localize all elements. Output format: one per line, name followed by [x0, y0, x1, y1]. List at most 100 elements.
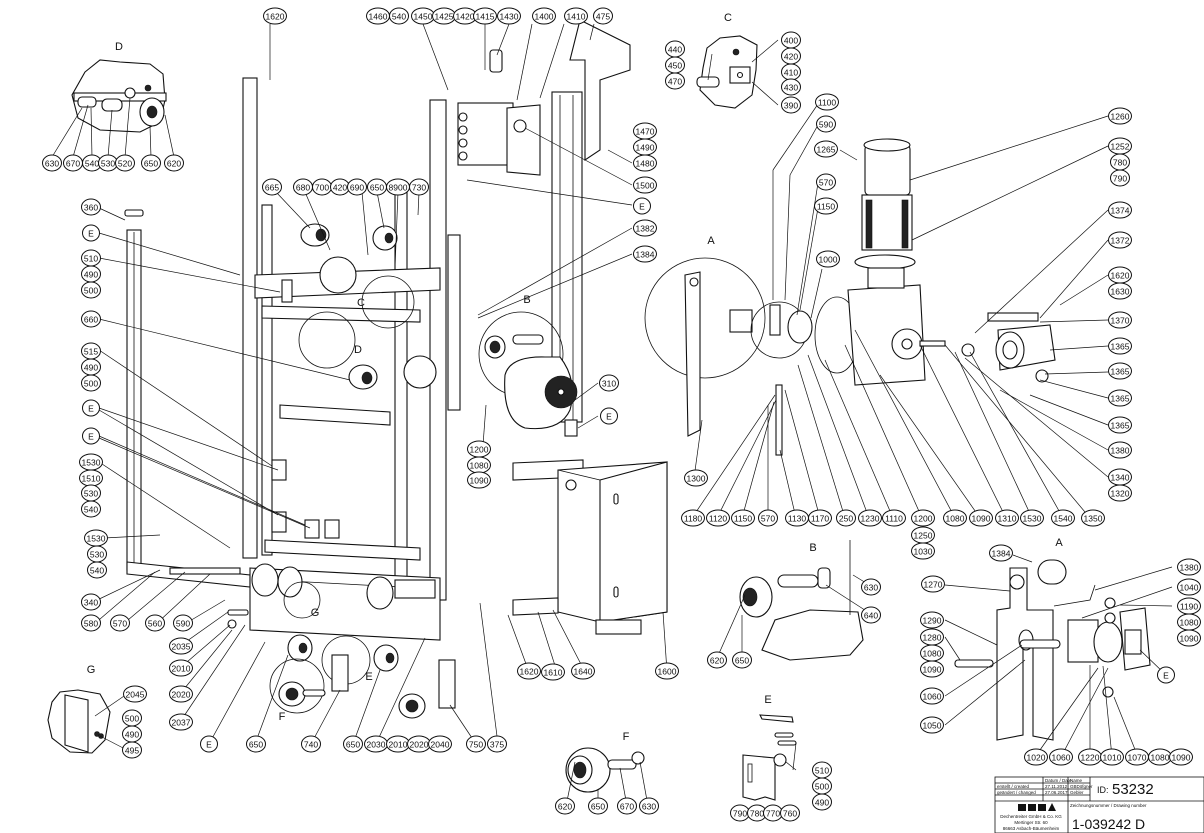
control-box-assembly [512, 459, 668, 635]
mounting-bracket-1270 [996, 567, 1054, 741]
coupling [769, 304, 781, 336]
callout-label: 650 [591, 802, 605, 812]
top-hook-475 [569, 19, 631, 162]
upright-inner [261, 204, 273, 556]
callout-bubble-450: 450 [665, 56, 685, 74]
callout-label: 2045 [126, 690, 145, 700]
callout-bubble-250: 250 [836, 509, 856, 527]
callout-label: 1100 [818, 98, 837, 108]
callout-label: 1510 [82, 474, 101, 484]
part-1430 [489, 49, 503, 73]
callout-label: 1130 [788, 514, 807, 524]
callout-label: 500 [84, 286, 98, 296]
callout-label: 2040 [431, 740, 450, 750]
callout-label: 1480 [636, 159, 655, 169]
callout-label: 1090 [470, 476, 489, 486]
shaft-1130 [775, 384, 783, 456]
view-label-e-frame: E [365, 671, 372, 683]
callout-bubble-490: 490 [812, 793, 832, 811]
callout-bubble-2035: 2035 [169, 637, 193, 655]
callout-bubble-1040: 1040 [1177, 578, 1201, 596]
callout-bubble-1380: 1380 [1177, 558, 1201, 576]
callout-label: 500 [125, 714, 139, 724]
callout-label: 540 [90, 566, 104, 576]
callout-label: 1010 [1103, 753, 1122, 763]
callout-label: 500 [815, 782, 829, 792]
callout-bubble-2020: 2020 [407, 735, 431, 753]
detail-view-c: C [696, 12, 758, 109]
callout-label: 790 [733, 809, 747, 819]
title-header-date: Datum / Date [1045, 778, 1072, 783]
leader-lines [51, 23, 1173, 807]
callout-bubble-570: 570 [758, 509, 778, 527]
bolt-head [124, 87, 136, 99]
callout-label: 790 [1113, 174, 1127, 184]
callout-bubble-1010: 1010 [1100, 748, 1124, 766]
callout-label: E [88, 229, 94, 239]
callout-label: 620 [710, 656, 724, 666]
callout-bubble-1280: 1280 [920, 628, 944, 646]
callout-label: 1080 [470, 461, 489, 471]
callout-bubble-8900: 8900 [386, 178, 410, 196]
callout-label: 1470 [636, 127, 655, 137]
callout-bubble-1120: 1120 [706, 509, 730, 527]
callout-label: 590 [819, 120, 833, 130]
callout-bubble-620: 620 [555, 797, 575, 815]
callout-label: 1070 [1128, 753, 1147, 763]
callout-label: 760 [783, 809, 797, 819]
callout-bubble-470: 470 [665, 72, 685, 90]
callout-bubble-1060: 1060 [1049, 748, 1073, 766]
callout-bubble-1270: 1270 [921, 575, 945, 593]
callout-bubble-375: 375 [487, 735, 507, 753]
callout-bubble-1610: 1610 [541, 663, 565, 681]
title-drawing-number: 1-039242 D [1072, 816, 1145, 832]
callout-bubble-640: 640 [861, 606, 881, 624]
callout-bubble-770: 770 [763, 804, 783, 822]
callout-label: 580 [84, 619, 98, 629]
upper-crossbar [261, 305, 421, 323]
callout-label: 540 [85, 159, 99, 169]
callout-bubble-1380: 1380 [1108, 441, 1132, 459]
callout-label: 1090 [972, 514, 991, 524]
callout-bubble-650: 650 [732, 651, 752, 669]
callout-bubble-E: E [82, 427, 100, 445]
callout-bubble-510: 510 [812, 761, 832, 779]
callout-label: 1400 [535, 12, 554, 22]
callout-label: 2037 [172, 718, 191, 728]
guide-plate-750 [438, 659, 456, 709]
callout-label: 250 [839, 514, 853, 524]
callout-label: 2010 [389, 740, 408, 750]
callout-label: 515 [84, 347, 98, 357]
callout-label: E [206, 740, 212, 750]
detail-circle-f [269, 658, 325, 714]
callout-label: 1430 [500, 12, 519, 22]
detail-circle-c [361, 275, 415, 329]
nut-760 [773, 753, 787, 767]
callout-bubble-630: 630 [861, 578, 881, 596]
title-row2-label: geändert / changed [997, 790, 1036, 795]
limit-switch-1 [271, 459, 287, 481]
callout-label: 1365 [1111, 367, 1130, 377]
callout-bubble-1290: 1290 [920, 611, 944, 629]
bushing [101, 98, 123, 112]
motor-flange [854, 254, 916, 270]
callout-bubble-1430: 1430 [497, 7, 521, 25]
callout-label: 1610 [544, 668, 563, 678]
title-company-name: Dechentreiter GmbH & Co. KG [1000, 814, 1062, 819]
callout-bubble-2037: 2037 [169, 713, 193, 731]
callout-label: 1200 [470, 445, 489, 455]
callout-label: 1372 [1111, 236, 1130, 246]
callout-bubble-1230: 1230 [858, 509, 882, 527]
callout-label: 1150 [734, 514, 753, 524]
callout-label: 1620 [1111, 271, 1130, 281]
callout-label: 570 [113, 619, 127, 629]
callout-bubble-1110: 1110 [882, 509, 906, 527]
callout-label: 540 [392, 12, 406, 22]
callout-bubble-410: 410 [781, 63, 801, 81]
callout-bubble-1350: 1350 [1081, 509, 1105, 527]
brake-release [564, 419, 578, 437]
carriage-block [394, 579, 436, 599]
callout-bubble-520: 520 [115, 154, 135, 172]
plug-1365 [1035, 369, 1049, 383]
drive-unit-assembly: A [644, 138, 1056, 456]
